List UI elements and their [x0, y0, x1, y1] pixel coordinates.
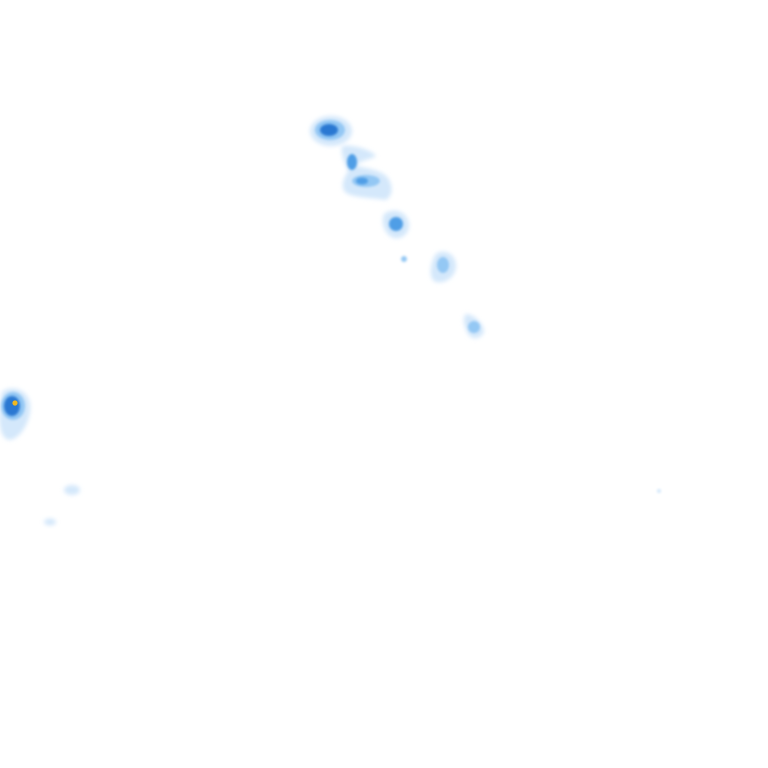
precip-cell-east-1	[382, 210, 410, 239]
precip-cell-north	[310, 116, 352, 146]
precip-cell-east-2	[430, 251, 456, 283]
precip-cell-west	[0, 388, 31, 440]
precip-cell-southwest-1	[64, 485, 80, 495]
precip-cell-southwest-2	[44, 518, 56, 526]
precip-band-central	[341, 145, 392, 200]
precip-speck-1	[401, 256, 407, 262]
precip-cell-east-3	[463, 314, 484, 339]
precip-speck-2	[657, 489, 661, 493]
